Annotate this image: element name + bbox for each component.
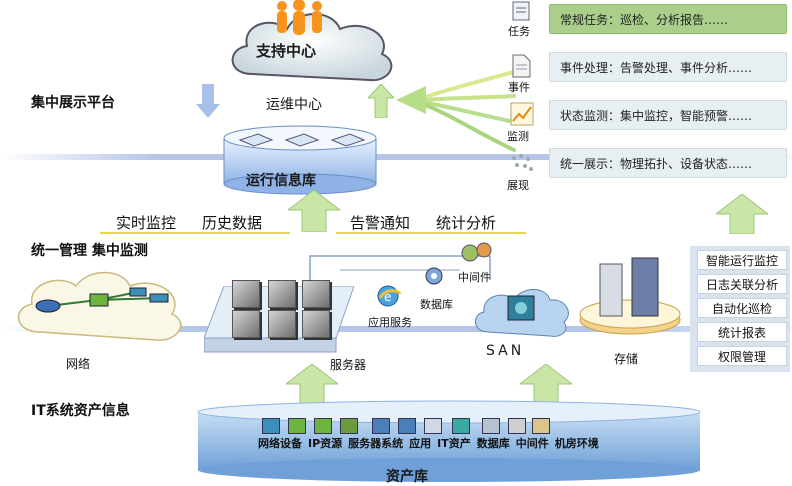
asset-db: [197, 400, 701, 482]
san-cloud: [475, 289, 569, 337]
server-unit: [232, 280, 260, 308]
it-asset-icon: [452, 418, 470, 434]
panel-unified-display: 统一展示：物理拓扑、设备状态……: [549, 148, 787, 178]
clipboard-icon: [512, 1, 530, 21]
ip-resource-icon: [314, 418, 332, 434]
asset-item: 应用: [409, 437, 432, 450]
text-statistics: 统计分析: [436, 214, 497, 232]
feed-label-monitor: 监测: [507, 130, 529, 143]
application-icon: [398, 418, 416, 434]
layer-label-middle: 统一管理 集中监测: [31, 243, 148, 259]
layer-label-top: 集中展示平台: [31, 95, 115, 111]
asset-item: 网络设备: [258, 437, 302, 450]
document-icon: [512, 54, 531, 78]
middleware-icon: [532, 418, 550, 434]
server-label: 服务器: [330, 358, 367, 372]
ip-resource-icon: [288, 418, 306, 434]
application-icon: [372, 418, 390, 434]
list-stat-report: 统计报表: [697, 322, 787, 342]
text-history-data: 历史数据: [202, 214, 263, 232]
server-unit: [232, 310, 260, 338]
cloud-subtitle: 运维中心: [266, 97, 322, 113]
down-arrow-icon: [196, 84, 220, 118]
server-unit: [268, 280, 296, 308]
middleware-gears-icon: [461, 242, 492, 262]
database-icon: [482, 418, 500, 434]
asset-item: 中间件: [515, 437, 549, 450]
asset-item: IP资源: [308, 437, 343, 450]
asset-db-label: 资产库: [386, 469, 428, 485]
dots-icon: [512, 154, 533, 171]
top-divider-band: [0, 154, 792, 160]
it-asset-icon: [424, 418, 442, 434]
panel-routine-tasks: 常规任务：巡检、分析报告……: [549, 4, 787, 34]
layer-label-bottom: IT系统资产信息: [31, 403, 130, 419]
panel-event-handling: 事件处理：告警处理、事件分析……: [549, 52, 787, 82]
cloud-title: 支持中心: [256, 42, 317, 60]
asset-item: 服务器系统: [348, 437, 404, 450]
server-unit: [268, 310, 296, 338]
middle-divider-band: [0, 326, 792, 332]
line-chart-icon: [510, 102, 534, 126]
text-alarm-notify: 告警通知: [350, 214, 411, 232]
asset-item: 数据库: [476, 437, 510, 450]
server-unit: [302, 280, 330, 308]
underline-left: [100, 232, 290, 234]
middleware-label: 中间件: [458, 271, 491, 284]
run-info-db-label: 运行信息库: [246, 173, 316, 189]
up-arrow-bottom-left-icon: [286, 364, 338, 404]
asset-items-row: 网络设备 IP资源 服务器系统 应用 IT资产 数据库 中间件 机房环境: [258, 435, 599, 451]
asset-item: 机房环境: [554, 437, 599, 450]
run-info-db: [223, 125, 377, 195]
asset-item: IT资产: [437, 437, 471, 450]
up-arrow-bottom-right-icon: [520, 364, 572, 404]
network-device-icon: [262, 418, 280, 434]
server-unit: [302, 310, 330, 338]
database-label: 数据库: [420, 298, 453, 311]
feed-funnel-arrows: [396, 70, 516, 152]
storage-label: 存储: [614, 352, 639, 366]
database-icon: [508, 418, 526, 434]
feed-label-display: 展现: [507, 179, 529, 192]
list-permission: 权限管理: [697, 346, 787, 366]
server-system-icon: [340, 418, 358, 434]
browser-icon: e: [377, 285, 402, 307]
gear-icon: [425, 267, 443, 285]
list-smart-monitor: 智能运行监控: [697, 250, 787, 270]
panel-status-monitoring: 状态监测：集中监控，智能预警……: [549, 100, 787, 130]
svg-text:e: e: [384, 290, 391, 304]
list-log-analysis: 日志关联分析: [697, 274, 787, 294]
san-label: SAN: [486, 343, 525, 359]
text-realtime-monitor: 实时监控: [116, 214, 177, 232]
feed-label-task: 任务: [508, 25, 530, 38]
storage-disk: [579, 257, 681, 335]
people-icon: [277, 0, 322, 35]
app-service-label: 应用服务: [368, 316, 412, 329]
list-auto-inspect: 自动化巡检: [697, 298, 787, 318]
network-label: 网络: [66, 357, 91, 371]
up-arrow-icon: [368, 84, 394, 118]
underline-right: [336, 232, 526, 234]
up-arrow-right-icon: [716, 194, 768, 234]
network-cloud: [17, 271, 182, 341]
feed-label-event: 事件: [508, 81, 530, 94]
up-arrow-mid-icon: [288, 190, 340, 232]
